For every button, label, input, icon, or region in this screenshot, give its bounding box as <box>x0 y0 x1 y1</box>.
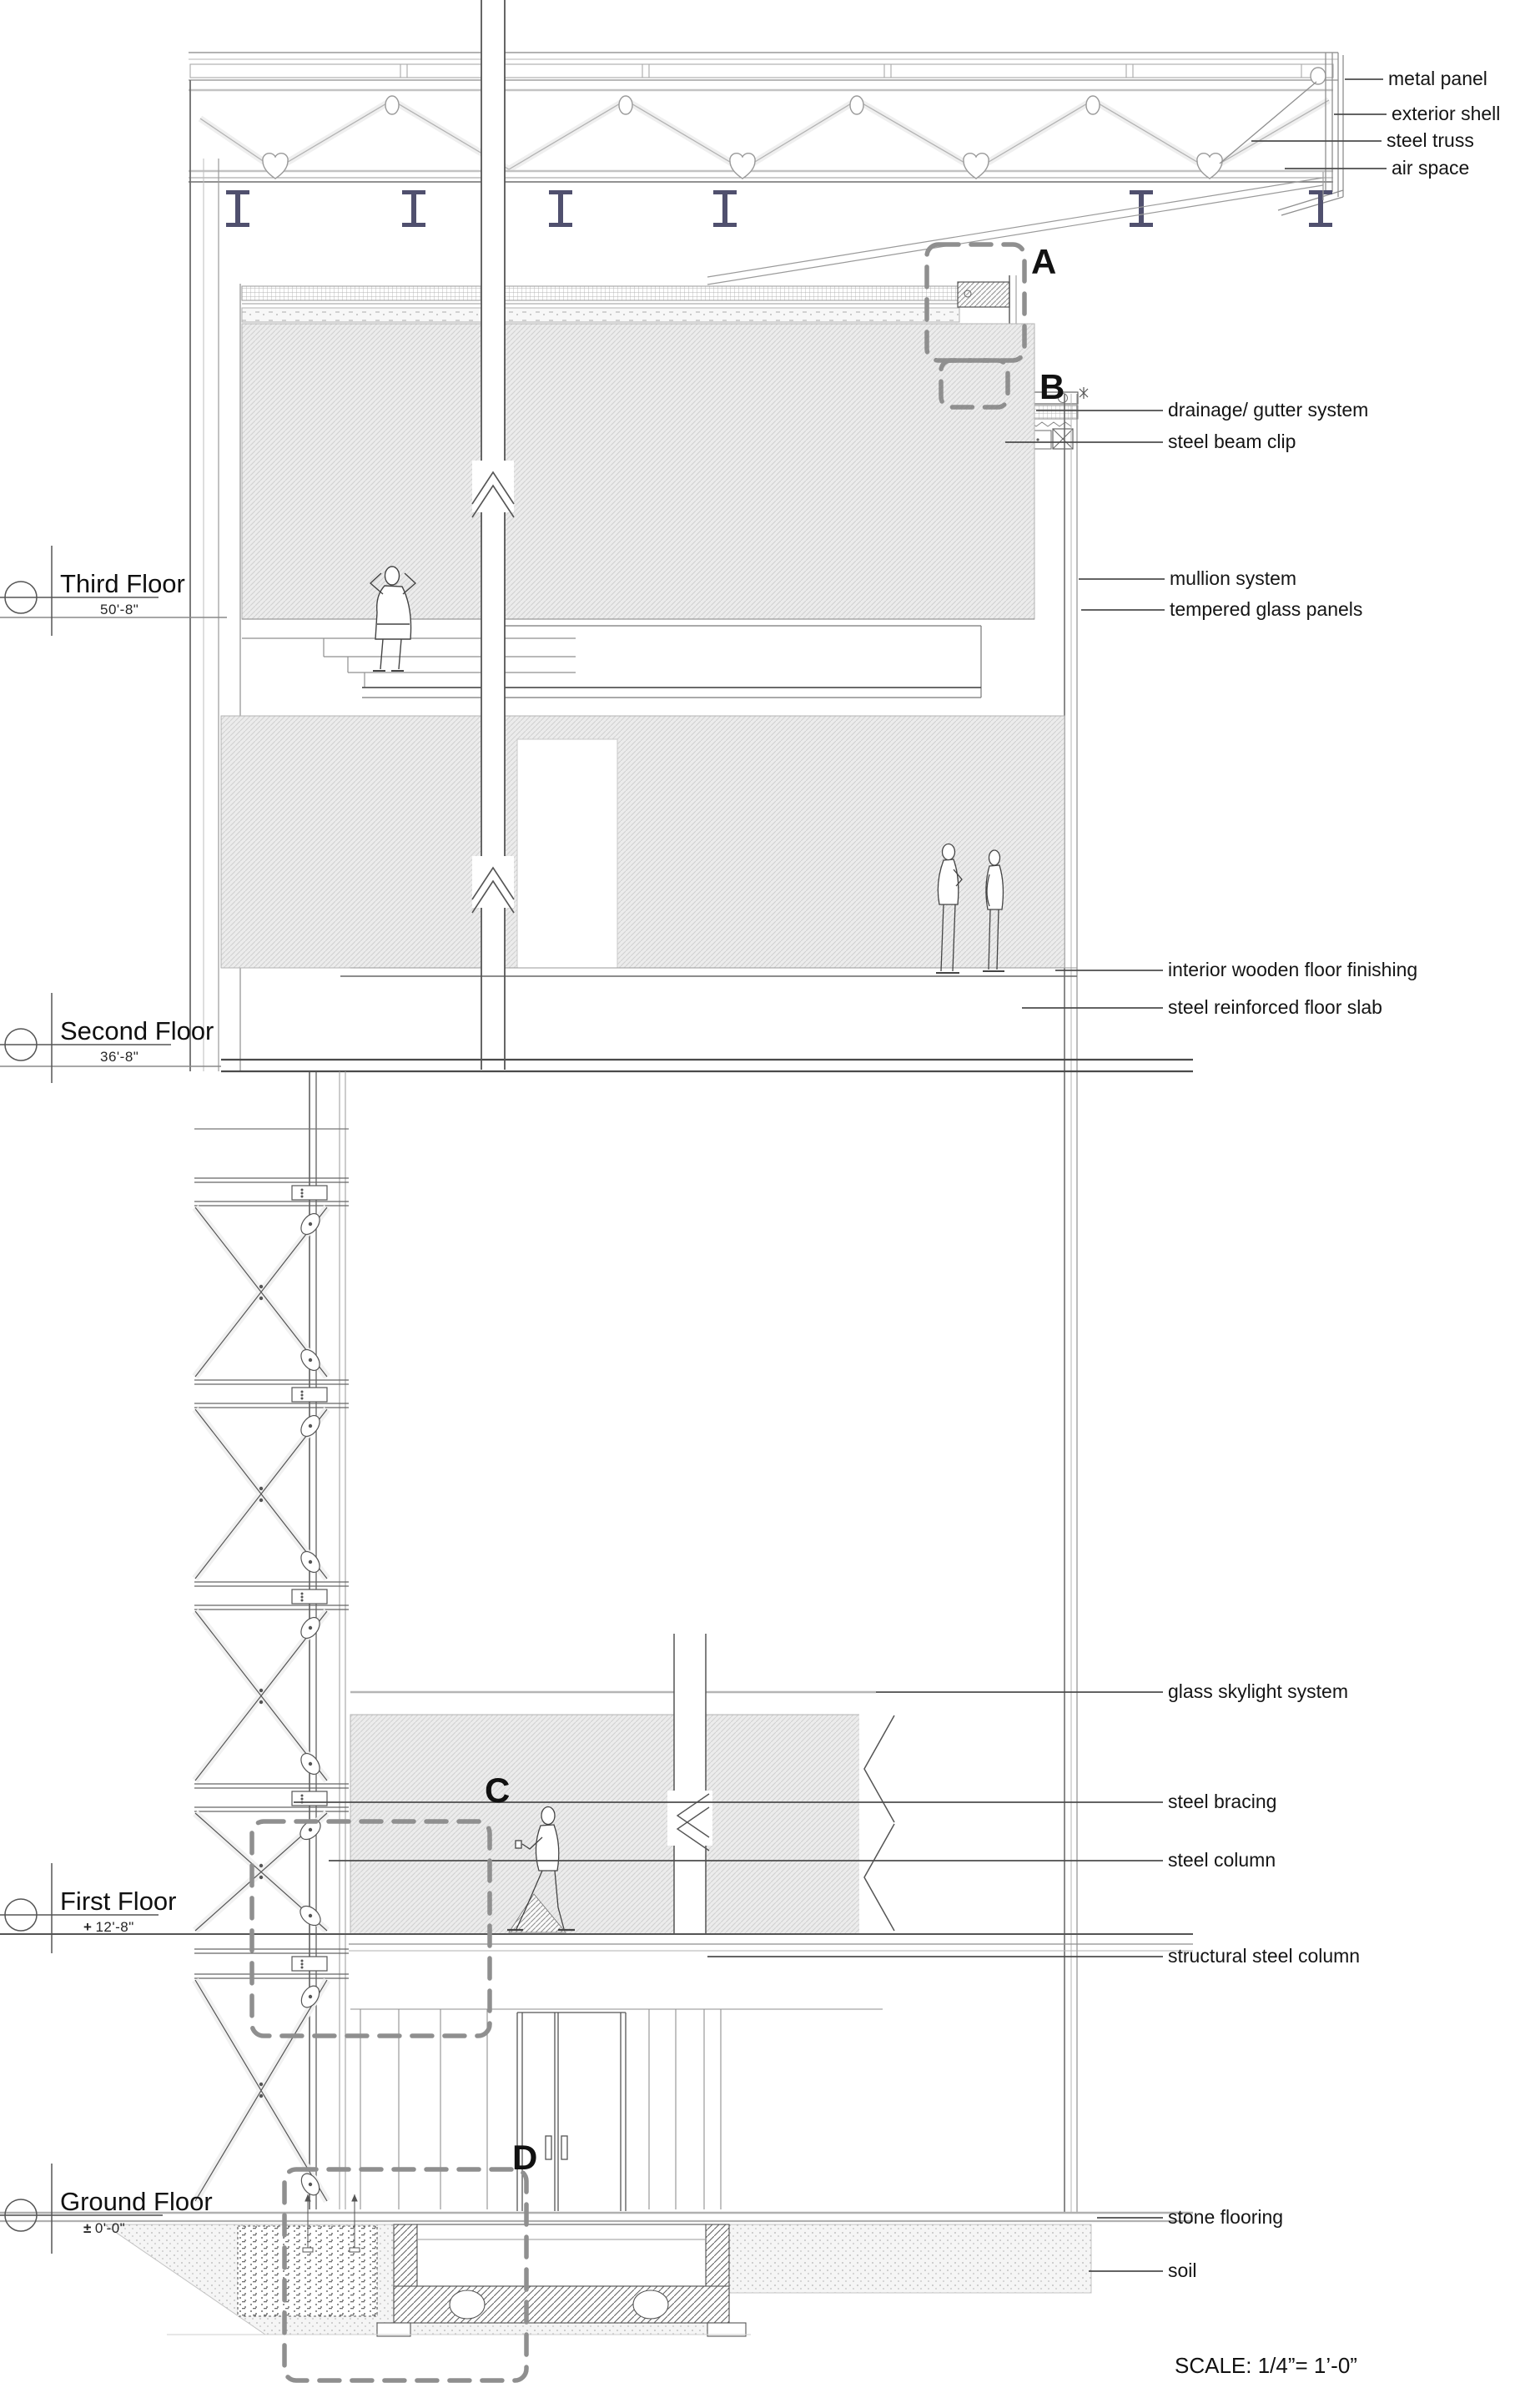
pipe-sleeve-icon <box>449 2290 486 2320</box>
eave-soffit <box>707 172 1324 285</box>
frame-beams <box>194 1177 349 1979</box>
soil-right <box>728 2224 1092 2294</box>
level-symbol-icon: ± <box>83 2220 92 2236</box>
left-wall-upper <box>189 80 241 1071</box>
label-stone-flooring: stone flooring <box>1168 2206 1284 2228</box>
third-floor-steps <box>242 618 1034 698</box>
break-symbol-upper <box>471 461 515 518</box>
person-sitting <box>369 566 417 672</box>
label-steel-column: steel column <box>1168 1849 1276 1871</box>
scale-note: SCALE: 1/4”= 1’-0” <box>1175 2353 1357 2378</box>
roof-truss <box>189 52 1344 285</box>
second-floor <box>220 715 1193 1073</box>
label-metal-panel: metal panel <box>1388 68 1487 89</box>
truss-gussets <box>262 67 1326 179</box>
label-wood-floor: interior wooden floor finishing <box>1168 959 1418 980</box>
level-second-name: Second Floor <box>60 1016 214 1045</box>
label-skylight: glass skylight system <box>1168 1680 1349 1702</box>
callout-boxes <box>249 242 1027 2383</box>
level-first-name: First Floor <box>60 1887 177 1916</box>
label-drainage-gutter: drainage/ gutter system <box>1168 399 1369 421</box>
band-break <box>859 1710 898 1937</box>
entry-door <box>516 2012 627 2211</box>
callout-letter-b: B <box>1039 367 1065 406</box>
storefront-glazing <box>350 2008 883 2209</box>
door-handle-icon <box>561 2135 568 2160</box>
callout-box-c <box>249 1819 492 2038</box>
callout-letter-c: C <box>485 1771 511 1810</box>
pipe-sleeve-icon <box>632 2290 669 2320</box>
level-ground-elev: ±0'-0" <box>83 2220 125 2237</box>
callout-letter-d: D <box>512 2138 538 2177</box>
level-second-elev: 36'-8" <box>100 1049 139 1065</box>
level-third-elev: 50'-8" <box>100 602 139 617</box>
label-mullion-system: mullion system <box>1170 567 1297 589</box>
label-steel-bracing: steel bracing <box>1168 1791 1277 1812</box>
skylight-column <box>667 1634 712 1934</box>
label-structural-column: structural steel column <box>1168 1945 1361 1967</box>
level-first-elev-value: 12'-8" <box>95 1919 134 1935</box>
level-marker-icon <box>0 2164 163 2254</box>
label-tempered-glass: tempered glass panels <box>1170 598 1363 620</box>
break-symbol-lower <box>471 856 515 914</box>
braced-frame <box>192 1071 349 2209</box>
leader-lines <box>294 78 1387 2272</box>
person-walking <box>507 1806 575 1933</box>
splice-bolts <box>300 1188 304 1969</box>
pit-slab <box>393 2285 730 2324</box>
metal-panel-joints <box>400 64 1302 78</box>
central-shaft <box>471 0 515 1070</box>
person-standing-woman <box>983 849 1004 972</box>
callout-box-a <box>924 242 1027 363</box>
i-beam-purlins <box>226 190 1332 227</box>
label-steel-beam-clip: steel beam clip <box>1168 431 1296 452</box>
callout-letter-a: A <box>1031 242 1057 281</box>
level-marker-icon <box>0 993 171 1083</box>
pit-interior <box>416 2224 707 2287</box>
level-markers <box>0 546 227 2254</box>
level-symbol-icon: + <box>83 1919 93 1935</box>
first-floor <box>0 1634 1193 2211</box>
level-marker-icon <box>0 546 159 636</box>
callout-box-d <box>282 2167 529 2383</box>
label-exterior-shell: exterior shell <box>1392 103 1501 124</box>
footing-pad <box>707 2322 747 2337</box>
wall-opening <box>516 738 618 969</box>
callout-box-b <box>939 358 1010 410</box>
footing-pad <box>376 2322 411 2337</box>
x-braces <box>192 1205 330 2204</box>
label-air-space: air space <box>1392 157 1470 179</box>
label-floor-slab: steel reinforced floor slab <box>1168 996 1382 1018</box>
level-ground-elev-value: 0'-0" <box>94 2220 126 2236</box>
level-marker-icon <box>0 1863 159 1953</box>
curtain-wall <box>1064 394 1078 2213</box>
foundation <box>0 2194 1193 2337</box>
level-third-name: Third Floor <box>60 569 185 598</box>
soil-under <box>376 2322 747 2335</box>
door-handle-icon <box>545 2135 552 2160</box>
label-steel-truss: steel truss <box>1387 129 1474 151</box>
truss-diagonals <box>198 97 1331 173</box>
anchor-rods <box>302 2194 360 2253</box>
roof-assembly <box>241 275 1017 389</box>
label-soil: soil <box>1168 2259 1197 2281</box>
level-first-elev: +12'-8" <box>83 1919 134 1936</box>
brace-pins <box>259 1222 313 2187</box>
third-floor <box>241 323 1035 698</box>
level-ground-name: Ground Floor <box>60 2187 213 2216</box>
brace-gussets <box>299 1212 321 2196</box>
person-standing-man <box>936 843 963 974</box>
